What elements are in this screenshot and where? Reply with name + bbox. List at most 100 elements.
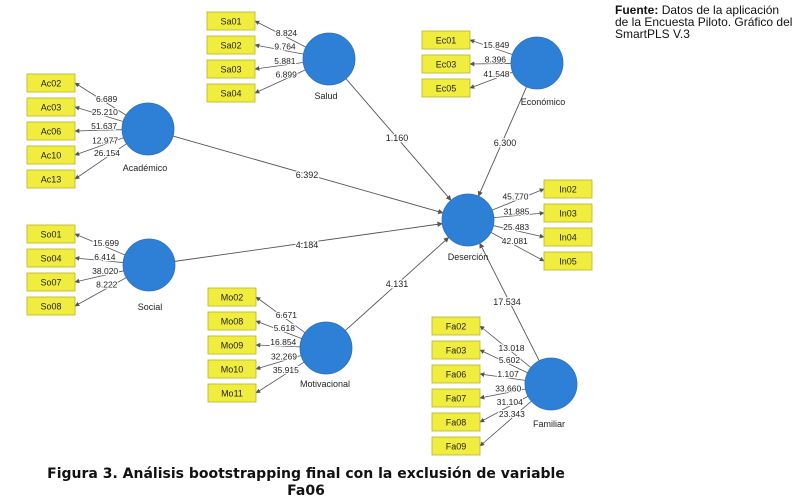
indicator-arrow-in03 xyxy=(493,211,545,219)
indicator-box-ac03 xyxy=(26,97,76,117)
indicator-weight-in02: 45.770 xyxy=(502,192,528,202)
indicator-arrow-ac10 xyxy=(74,137,124,156)
indicator-box-sa03 xyxy=(206,59,256,79)
indicator-label-ac03: Ac03 xyxy=(41,103,62,113)
indicator-box-ac10 xyxy=(26,145,76,165)
path-arrow-social-desercion xyxy=(174,221,443,262)
indicator-weight-in03: 31.885 xyxy=(503,207,529,217)
indicator-label-ac02: Ac02 xyxy=(41,79,62,89)
indicator-box-ac02 xyxy=(26,73,76,93)
indicator-label-mo02: Mo02 xyxy=(221,293,244,303)
indicator-arrow-ac13 xyxy=(74,143,127,180)
indicator-arrow-in02 xyxy=(491,188,545,211)
indicator-weight-ec05: 41.548 xyxy=(483,69,509,79)
indicator-weight-ac02: 6.689 xyxy=(96,94,118,104)
construct-node-academico xyxy=(121,102,175,156)
indicator-label-ac10: Ac10 xyxy=(41,151,62,161)
indicator-label-fa08: Fa08 xyxy=(446,418,467,428)
indicator-arrow-mo08 xyxy=(255,320,302,340)
indicator-weight-ac10: 12.977 xyxy=(92,135,118,145)
indicator-arrow-ac03 xyxy=(74,105,124,122)
indicator-box-ac06 xyxy=(26,121,76,141)
indicator-box-ec01 xyxy=(421,30,471,50)
indicator-arrow-ec03 xyxy=(469,61,512,67)
indicator-weight-fa09: 23.343 xyxy=(499,409,525,419)
source-label: Fuente: xyxy=(615,3,659,17)
indicator-weight-in05: 42.081 xyxy=(502,236,528,246)
indicator-weight-sa04: 6.899 xyxy=(276,70,298,80)
indicator-label-ec01: Ec01 xyxy=(436,36,457,46)
indicator-weight-fa03: 5.602 xyxy=(499,355,521,365)
indicator-label-in05: In05 xyxy=(559,257,577,267)
indicator-weight-fa08: 31.104 xyxy=(497,397,523,407)
indicator-weight-mo11: 35.915 xyxy=(273,365,299,375)
path-coefficient-salud: 1.160 xyxy=(386,133,409,143)
indicator-weight-ec01: 15.849 xyxy=(483,40,509,50)
indicator-arrow-in05 xyxy=(490,231,545,262)
indicator-box-sa02 xyxy=(206,35,256,55)
construct-node-familiar xyxy=(524,357,578,411)
indicator-arrow-fa02 xyxy=(479,325,532,368)
indicator-arrow-so01 xyxy=(74,233,126,256)
construct-node-desercion xyxy=(441,193,495,247)
path-arrow-economico-desercion xyxy=(477,86,527,197)
indicator-label-sa02: Sa02 xyxy=(220,41,241,51)
indicator-label-mo11: Mo11 xyxy=(221,389,243,399)
path-coefficient-academico: 6.392 xyxy=(296,170,319,180)
indicator-weight-mo08: 5.618 xyxy=(274,323,296,333)
indicator-arrow-mo10 xyxy=(255,355,302,371)
indicator-box-mo09 xyxy=(207,335,257,355)
indicator-label-ec05: Ec05 xyxy=(436,84,457,94)
indicator-label-sa01: Sa01 xyxy=(220,17,241,27)
indicator-box-in02 xyxy=(543,179,593,199)
path-coefficient-motivacional: 4.131 xyxy=(386,279,409,289)
indicator-arrow-so08 xyxy=(74,277,127,307)
indicator-arrow-fa09 xyxy=(479,400,532,447)
caption-line-2: Fa06 xyxy=(287,483,325,499)
construct-node-social xyxy=(122,238,176,292)
indicator-arrow-sa02 xyxy=(254,43,304,55)
indicator-box-ec03 xyxy=(421,54,471,74)
indicator-box-ac13 xyxy=(26,169,76,189)
indicator-weight-sa02: 9.764 xyxy=(274,42,296,52)
indicator-box-sa01 xyxy=(206,11,256,31)
indicator-label-fa07: Fa07 xyxy=(446,394,467,404)
indicator-arrow-fa08 xyxy=(479,395,529,423)
indicator-box-mo10 xyxy=(207,359,257,379)
indicator-arrow-fa07 xyxy=(479,388,526,400)
indicator-weight-ac03: 25.210 xyxy=(92,107,118,117)
indicator-weight-so04: 6.414 xyxy=(94,252,116,262)
indicator-arrow-fa03 xyxy=(479,349,528,374)
indicator-box-so04 xyxy=(26,248,76,268)
caption-line-1: Figura 3. Análisis bootstrapping final c… xyxy=(47,466,565,482)
indicator-weight-so07: 38.020 xyxy=(92,266,118,276)
indicator-box-sa04 xyxy=(206,83,256,103)
construct-label-familiar: Familiar xyxy=(533,419,565,429)
path-arrow-familiar-desercion xyxy=(479,242,540,362)
indicator-label-so07: So07 xyxy=(40,278,61,288)
indicator-label-ec03: Ec03 xyxy=(436,60,457,70)
path-arrow-salud-desercion xyxy=(345,78,452,201)
indicator-weight-so01: 15.699 xyxy=(93,238,119,248)
indicator-box-in04 xyxy=(543,227,593,247)
indicator-arrow-mo11 xyxy=(255,361,305,394)
indicator-weight-fa02: 13.018 xyxy=(499,343,525,353)
path-coefficient-familiar: 17.534 xyxy=(493,297,521,307)
path-arrow-motivacional-desercion xyxy=(345,237,450,331)
indicator-arrow-mo09 xyxy=(255,342,301,348)
indicator-arrow-ec01 xyxy=(469,39,513,55)
indicator-box-fa03 xyxy=(431,340,481,360)
indicator-weight-sa01: 8.824 xyxy=(276,28,298,38)
indicator-weight-mo02: 6.671 xyxy=(276,310,298,320)
indicator-box-fa08 xyxy=(431,412,481,432)
path-coefficient-economico: 6.300 xyxy=(494,138,517,148)
construct-label-salud: Salud xyxy=(314,91,337,101)
indicator-label-mo09: Mo09 xyxy=(221,341,244,351)
indicator-label-in03: In03 xyxy=(559,209,577,219)
indicator-weight-fa06: 1.107 xyxy=(497,369,519,379)
indicator-weight-fa07: 33.660 xyxy=(495,383,521,393)
indicator-box-so08 xyxy=(26,296,76,316)
indicator-arrow-so07 xyxy=(74,270,124,284)
indicator-arrow-ac02 xyxy=(74,82,127,116)
indicator-label-fa03: Fa03 xyxy=(446,346,467,356)
